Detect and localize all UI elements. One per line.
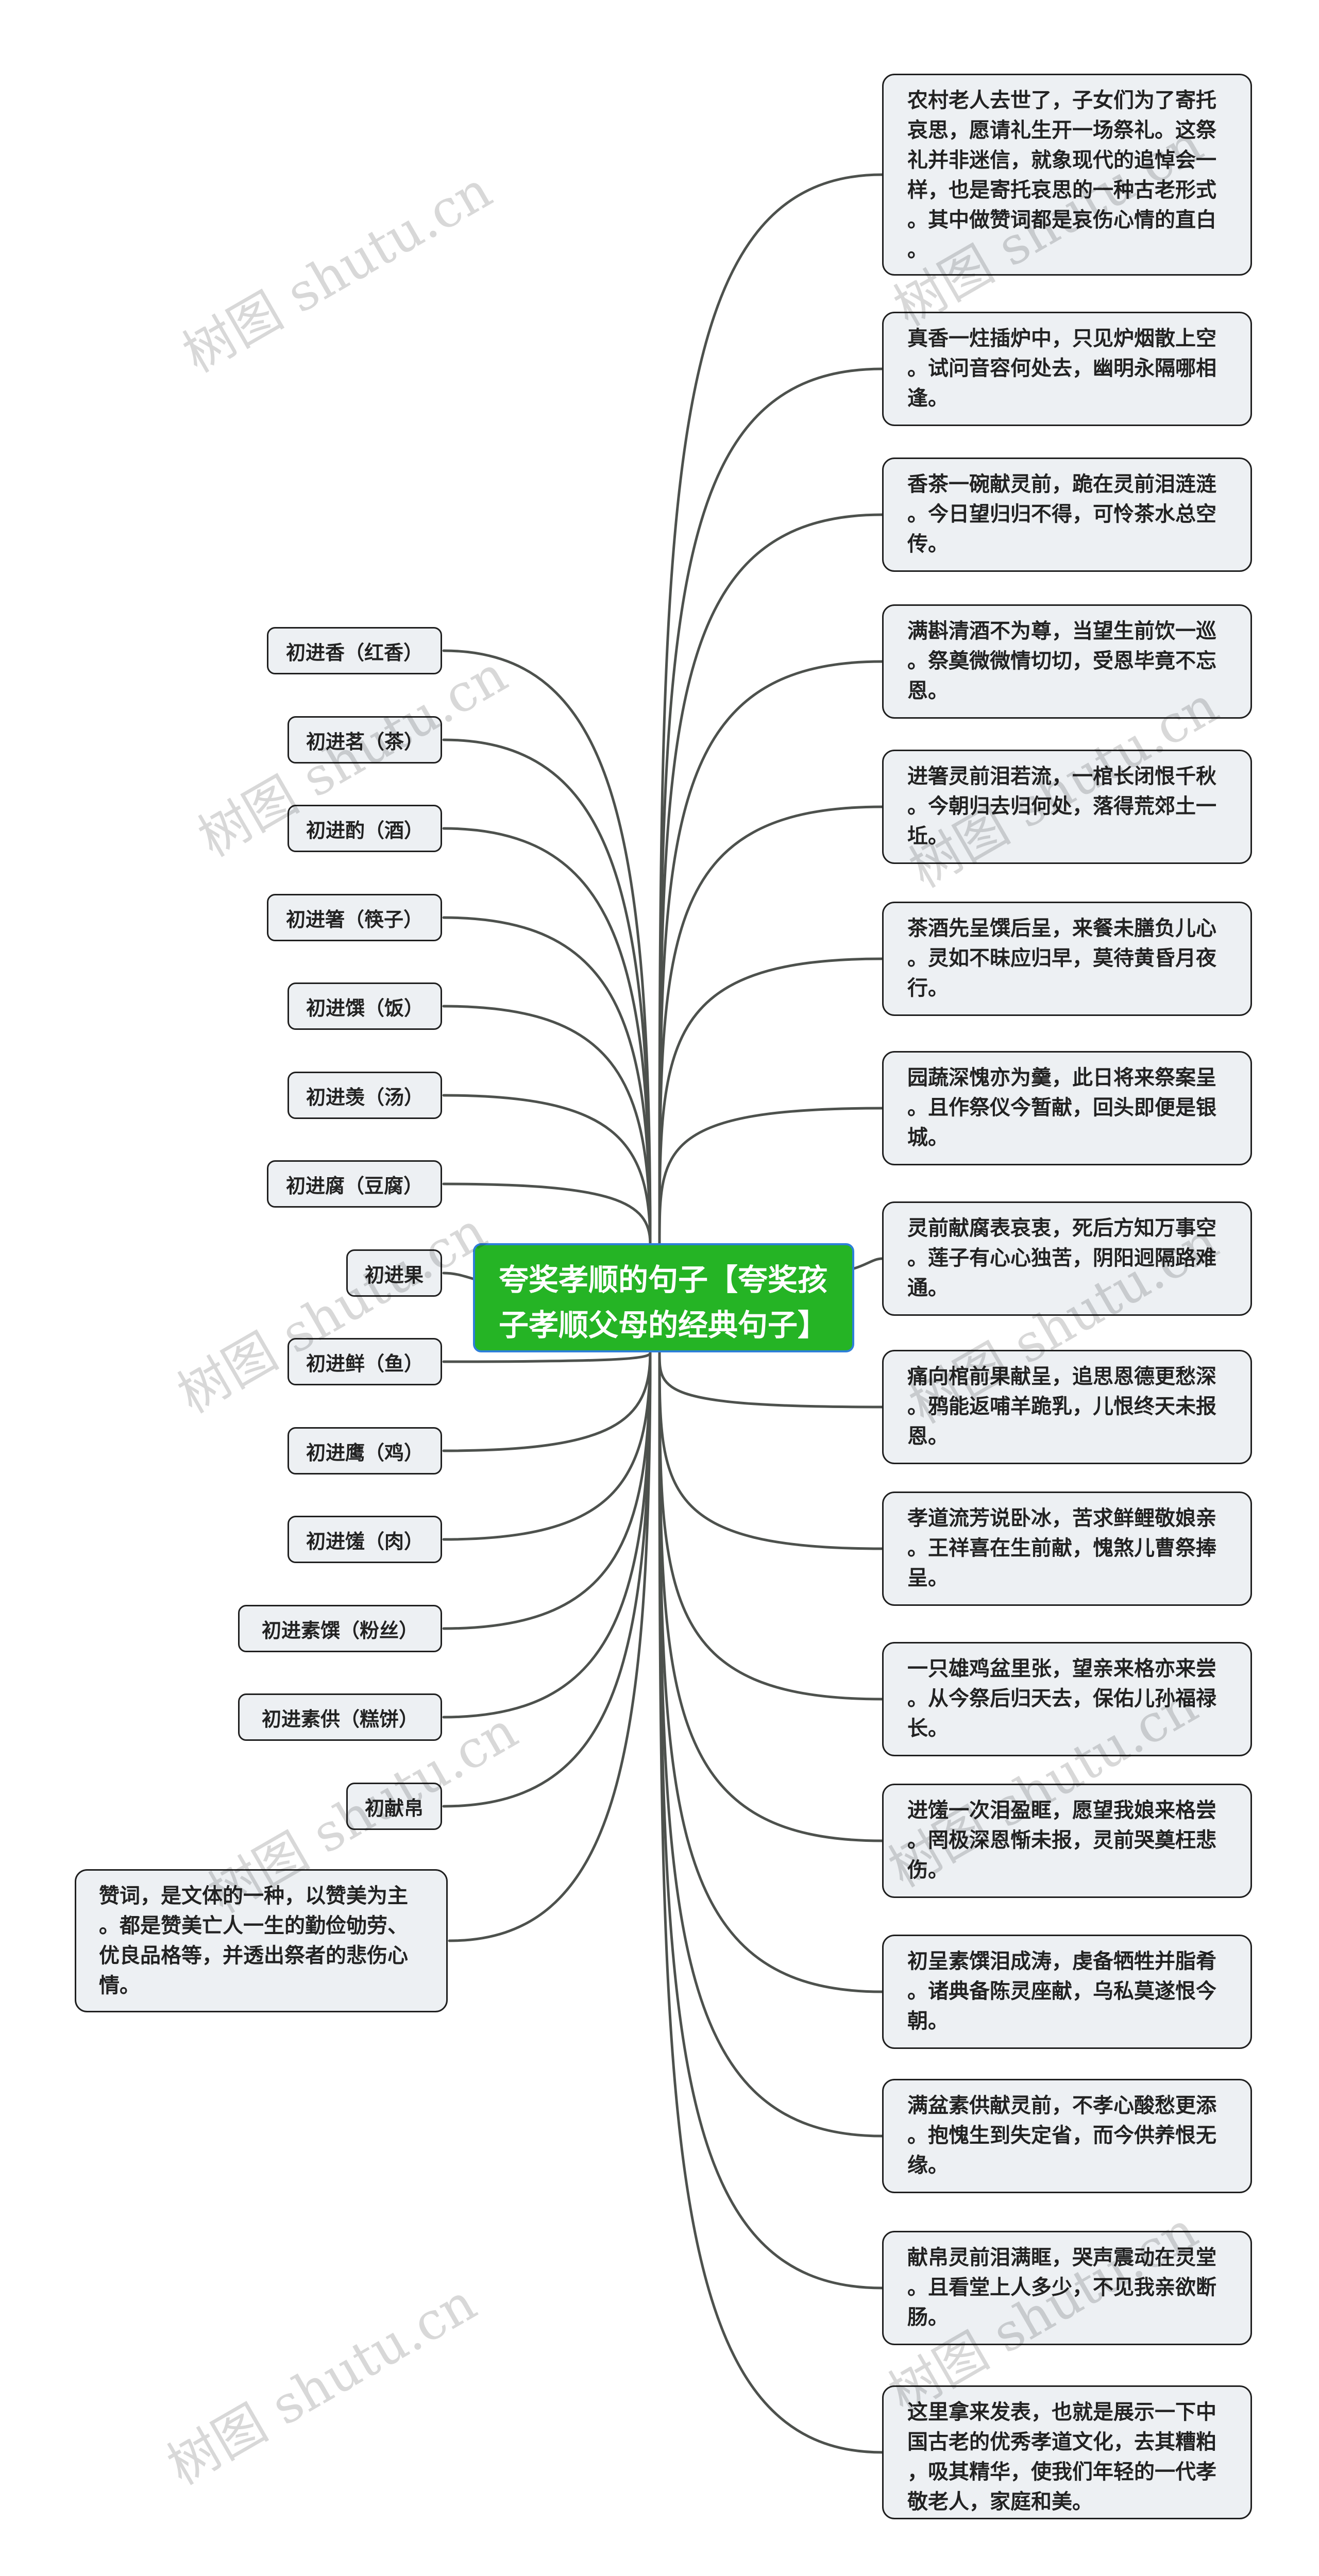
connector-line [442, 738, 652, 1245]
connector-line [658, 1351, 884, 1842]
left-node[interactable]: 初进香（红香） [267, 627, 442, 674]
connector-line [442, 1182, 652, 1245]
right-node[interactable]: 园蔬深愧亦为羹，此日将来祭案呈。且作祭仪今暂献，回头即便是银城。 [882, 1051, 1252, 1165]
connector-line [442, 1005, 652, 1245]
connector-line [442, 1351, 652, 1452]
connector-line [658, 660, 884, 1245]
connector-line [658, 957, 884, 1245]
left-note-label: 赞词，是文体的一种，以赞美为主。都是赞美亡人一生的勤俭劬劳、优良品格等，并透出祭… [99, 1885, 408, 1997]
right-node[interactable]: 献帛灵前泪满眶，哭声震动在灵堂。且看堂上人多少，不见我亲欲断肠。 [882, 2231, 1252, 2345]
right-node[interactable]: 一只雄鸡盆里张，望亲来格亦来尝。从今祭后归天去，保佑儿孙福禄长。 [882, 1642, 1252, 1756]
connector-line [442, 1094, 652, 1245]
connector-line [658, 1351, 884, 1993]
connector-line [442, 1351, 652, 1363]
left-node[interactable]: 初进馐（肉） [288, 1516, 442, 1563]
connector-line [448, 1351, 652, 1942]
connector-line [442, 827, 652, 1245]
left-node[interactable]: 初进酌（酒） [288, 805, 442, 852]
right-node[interactable]: 满盆素供献灵前，不孝心酸愁更添。抱愧生到失定省，而今供养恨无缘。 [882, 2079, 1252, 2193]
left-node[interactable]: 初进馔（饭） [288, 982, 442, 1030]
left-node[interactable]: 初进果 [346, 1249, 442, 1297]
connector-line [658, 513, 884, 1245]
left-node[interactable]: 初献帛 [346, 1783, 442, 1830]
central-topic-label: 夸奖孝顺的句子【夸奖孩子孝顺父母的经典句子】 [499, 1263, 828, 1342]
connector-line [658, 1351, 884, 2454]
right-node[interactable]: 农村老人去世了，子女们为了寄托哀思，愿请礼生开一场祭礼。这祭礼并非迷信，就象现代… [882, 74, 1252, 276]
connector-line [658, 1107, 884, 1245]
right-node[interactable]: 痛向棺前果献呈，追思恩德更愁深。鸦能返哺羊跪乳，儿恨终天未报恩。 [882, 1350, 1252, 1464]
connector-line [442, 1272, 475, 1280]
connector-line [658, 1351, 884, 2138]
right-node[interactable]: 香茶一碗献灵前，跪在灵前泪涟涟。今日望归归不得，可怜茶水总空传。 [882, 457, 1252, 572]
connector-line [658, 1351, 884, 1550]
right-node[interactable]: 这里拿来发表，也就是展示一下中国古老的优秀孝道文化，去其糟粕，吸其精华，使我们年… [882, 2385, 1252, 2519]
right-node[interactable]: 灵前献腐表哀衷，死后方知万事空。莲子有心心独苦，阴阳迥隔路难通。 [882, 1201, 1252, 1316]
connector-line [442, 1351, 652, 1541]
left-node[interactable]: 初进鲜（鱼） [288, 1338, 442, 1385]
left-node[interactable]: 初进素馔（粉丝） [238, 1605, 442, 1652]
connector-line [442, 1351, 652, 1719]
right-node[interactable]: 茶酒先呈馔后呈，来餐未膳负儿心。灵如不昧应归早，莫待黄昏月夜行。 [882, 902, 1252, 1016]
left-note-node[interactable]: 赞词，是文体的一种，以赞美为主。都是赞美亡人一生的勤俭劬劳、优良品格等，并透出祭… [75, 1869, 448, 2012]
right-node[interactable]: 初呈素馔泪成涛，虔备牺牲并脂肴。诸典备陈灵座献，乌私莫遂恨今朝。 [882, 1935, 1252, 2049]
central-topic-node[interactable]: 夸奖孝顺的句子【夸奖孩子孝顺父母的经典句子】 [473, 1243, 854, 1352]
left-node[interactable]: 初进箸（筷子） [267, 894, 442, 941]
right-node[interactable]: 满斟清酒不为尊，当望生前饮一巡。祭奠微微情切切，受恩毕竟不忘恩。 [882, 604, 1252, 719]
left-node[interactable]: 初进鹰（鸡） [288, 1427, 442, 1475]
connector-line [442, 649, 652, 1245]
connector-line [658, 1351, 884, 1409]
right-node[interactable]: 进箸灵前泪若流，一棺长闭恨千秋。今朝归去归何处，落得荒郊土一坵。 [882, 750, 1252, 864]
connector-line [658, 173, 884, 1245]
right-node[interactable]: 真香一炷插炉中，只见炉烟散上空。试问音容何处去，幽明永隔哪相逢。 [882, 312, 1252, 426]
right-node[interactable]: 孝道流芳说卧冰，苦求鲜鲤敬娘亲。王祥喜在生前献，愧煞儿曹祭捧呈。 [882, 1492, 1252, 1606]
right-node[interactable]: 进馐一次泪盈眶，愿望我娘来格尝。罔极深恩惭未报，灵前哭奠枉悲伤。 [882, 1784, 1252, 1898]
left-node[interactable]: 初进羡（汤） [288, 1072, 442, 1119]
connector-line [442, 916, 652, 1245]
connector-line [853, 1257, 884, 1270]
left-node[interactable]: 初进腐（豆腐） [267, 1160, 442, 1208]
left-node[interactable]: 初进茗（茶） [288, 716, 442, 764]
left-node[interactable]: 初进素供（糕饼） [238, 1693, 442, 1741]
connector-line [658, 805, 884, 1245]
connector-line [442, 1351, 652, 1630]
